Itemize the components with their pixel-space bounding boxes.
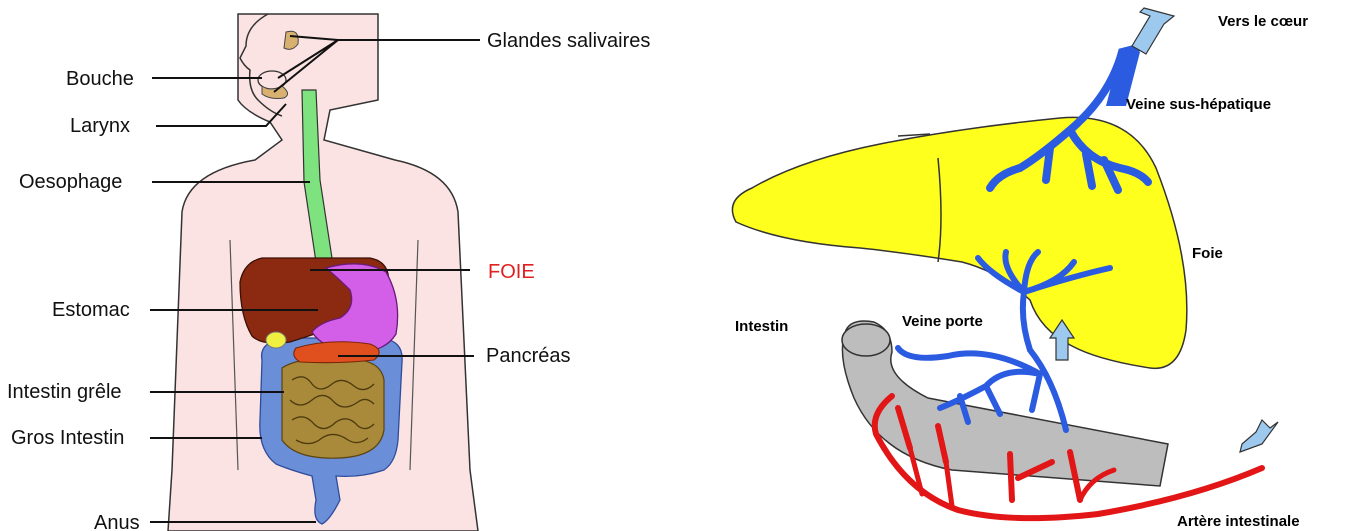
label-estomac: Estomac: [52, 299, 130, 321]
label-anus: Anus: [94, 512, 140, 531]
gallbladder: [266, 332, 286, 348]
intestine-opening: [842, 324, 890, 356]
label-intestin-grele: Intestin grêle: [7, 381, 122, 403]
label-pancreas: Pancréas: [486, 345, 571, 367]
label-intestin: Intestin: [735, 318, 788, 335]
label-glandes-salivaires: Glandes salivaires: [487, 30, 650, 52]
arrow-to-heart-icon: [1132, 8, 1174, 54]
arrow-artery-in-icon: [1240, 420, 1278, 452]
label-foie-right: Foie: [1192, 245, 1223, 262]
hepatic-portal-diagram: Vers le cœur Veine sus-hépatique Foie In…: [732, 8, 1308, 530]
label-oesophage: Oesophage: [19, 171, 122, 193]
label-gros-intestin: Gros Intestin: [11, 427, 124, 449]
label-larynx: Larynx: [70, 115, 130, 137]
digestive-system-diagram: Glandes salivaires Bouche Larynx Oesopha…: [7, 14, 650, 531]
label-artere-intestinale: Artère intestinale: [1177, 513, 1300, 530]
liver-right: [732, 117, 1186, 368]
salivary-gland: [284, 31, 298, 49]
label-bouche: Bouche: [66, 68, 134, 90]
label-foie-red: FOIE: [488, 261, 535, 283]
label-veine-sus-hepatique: Veine sus-hépatique: [1126, 96, 1271, 113]
pancreas: [294, 342, 379, 363]
label-vers-le-coeur: Vers le cœur: [1218, 13, 1308, 30]
label-veine-porte: Veine porte: [902, 313, 983, 330]
small-intestine: [282, 359, 384, 458]
